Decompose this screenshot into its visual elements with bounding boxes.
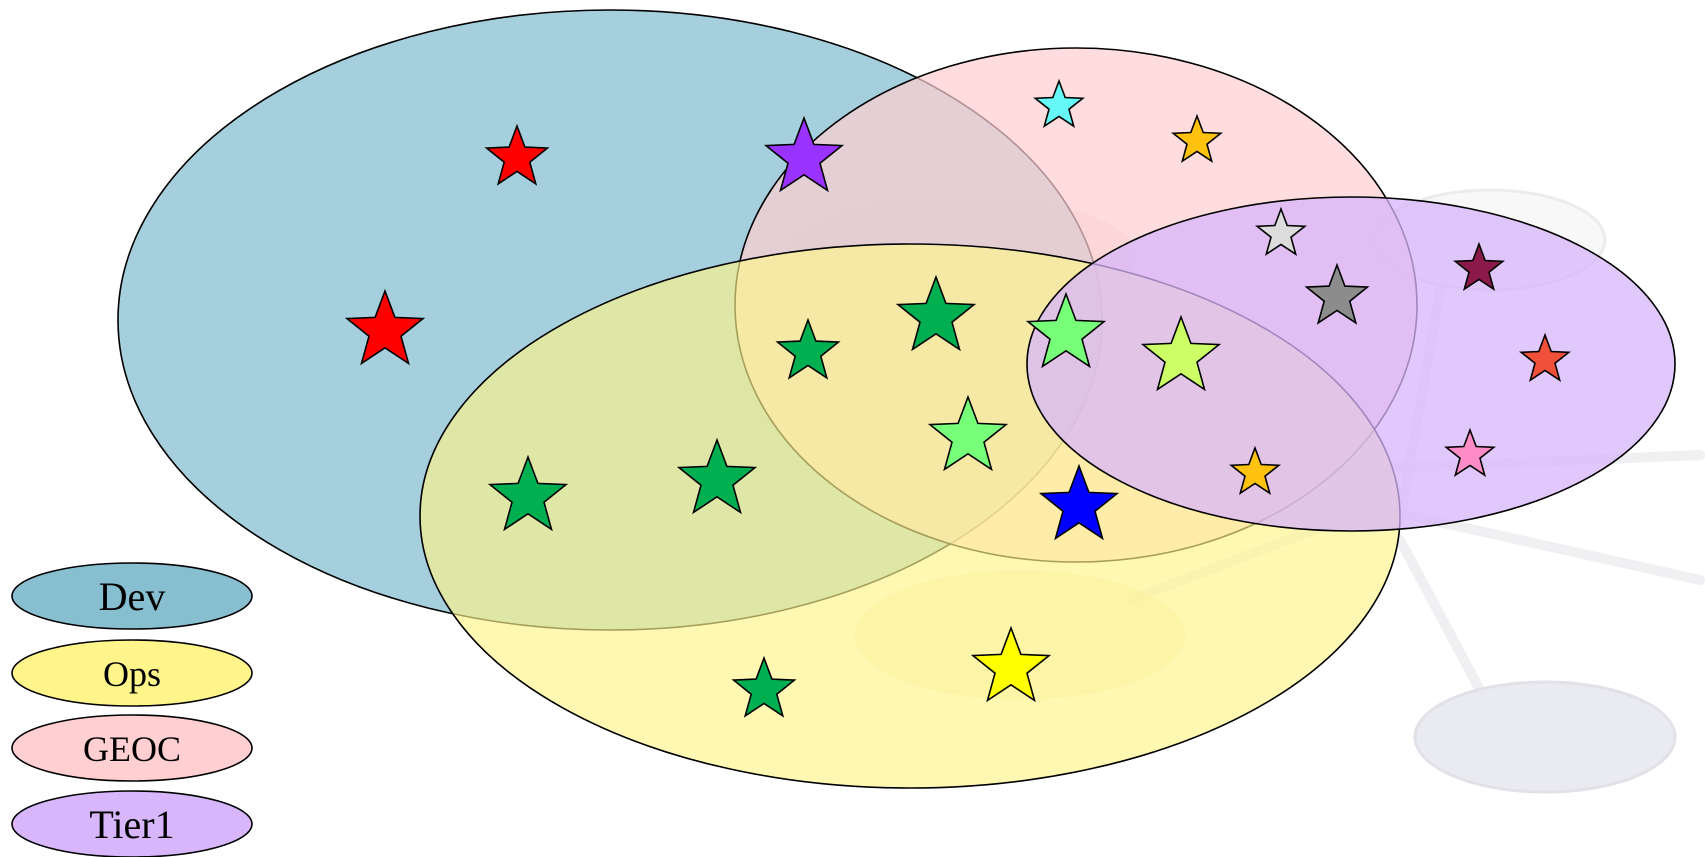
legend-label-ops: Ops <box>103 654 161 694</box>
legend-item-dev: Dev <box>12 563 252 629</box>
legend-label-dev: Dev <box>99 574 166 619</box>
ghost-node-bottom-right <box>1415 682 1675 792</box>
legend-label-tier1: Tier1 <box>89 802 174 847</box>
legend-item-tier1: Tier1 <box>12 791 252 857</box>
legend-label-geoc: GEOC <box>83 729 181 769</box>
legend: Dev Ops GEOC Tier1 <box>12 563 252 857</box>
set-tier1-ellipse <box>1027 197 1675 531</box>
sets-layer <box>118 10 1675 788</box>
legend-item-ops: Ops <box>12 640 252 706</box>
legend-item-geoc: GEOC <box>12 715 252 781</box>
